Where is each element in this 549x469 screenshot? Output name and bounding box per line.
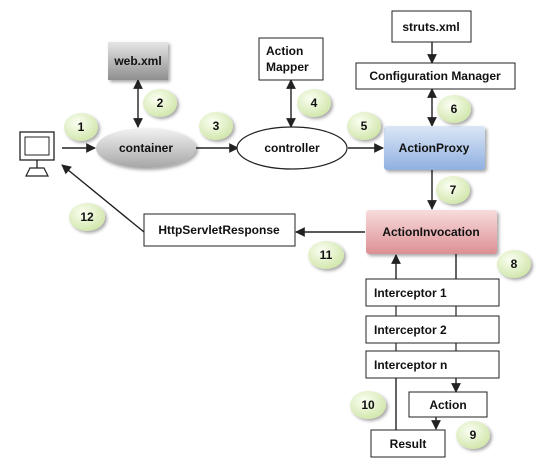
- struts-xml-label: struts.xml: [402, 20, 459, 34]
- svg-text:10: 10: [361, 398, 375, 412]
- web-xml-label: web.xml: [113, 54, 161, 68]
- svg-text:7: 7: [450, 183, 457, 197]
- action-proxy-node: ActionProxy: [384, 126, 485, 170]
- action-mapper-label-line1: Action: [266, 44, 303, 58]
- svg-text:9: 9: [470, 428, 477, 442]
- interceptor-n-label: Interceptor n: [374, 358, 447, 372]
- action-node: Action: [408, 391, 488, 418]
- struts-xml-node: struts.xml: [391, 10, 472, 43]
- step-badges: 1 2 3 4 5 6 7 8: [64, 89, 531, 449]
- edge-response-client: [61, 164, 145, 233]
- controller-label: controller: [264, 141, 320, 155]
- action-mapper-node: Action Mapper: [258, 37, 324, 81]
- svg-text:5: 5: [361, 119, 368, 133]
- action-invocation-node: ActionInvocation: [366, 210, 497, 254]
- computer-monitor-icon: [19, 131, 55, 177]
- svg-text:1: 1: [78, 120, 85, 134]
- action-label: Action: [429, 398, 466, 412]
- http-servlet-response-node: HttpServletResponse: [143, 213, 296, 247]
- action-mapper-label-line2: Mapper: [266, 60, 309, 74]
- step-badge-9: 9: [456, 421, 490, 449]
- svg-text:12: 12: [80, 210, 94, 224]
- container-node: container: [96, 128, 196, 168]
- step-badge-10: 10: [350, 391, 386, 419]
- interceptor-n-node: Interceptor n: [365, 350, 500, 379]
- interceptor-2-node: Interceptor 2: [365, 315, 500, 344]
- step-badge-11: 11: [308, 241, 344, 269]
- action-proxy-label: ActionProxy: [399, 141, 470, 155]
- container-label: container: [119, 141, 173, 155]
- controller-node: controller: [236, 126, 348, 170]
- step-badge-7: 7: [436, 176, 470, 204]
- step-badge-2: 2: [143, 89, 177, 117]
- action-invocation-label: ActionInvocation: [382, 225, 479, 239]
- step-badge-12: 12: [69, 203, 105, 231]
- step-badge-5: 5: [347, 112, 381, 140]
- svg-text:8: 8: [511, 257, 518, 271]
- configuration-manager-node: Configuration Manager: [355, 62, 516, 90]
- result-node: Result: [370, 429, 446, 458]
- interceptor-1-node: Interceptor 1: [365, 278, 500, 307]
- edges: [61, 42, 461, 430]
- step-badge-8: 8: [497, 250, 531, 278]
- step-badge-1: 1: [64, 113, 98, 141]
- configuration-manager-label: Configuration Manager: [369, 69, 501, 83]
- interceptor-2-label: Interceptor 2: [374, 323, 447, 337]
- svg-text:11: 11: [320, 248, 333, 262]
- step-badge-6: 6: [437, 95, 471, 123]
- svg-text:6: 6: [451, 102, 458, 116]
- svg-text:2: 2: [157, 96, 164, 110]
- interceptor-stack: Interceptor 1 Interceptor 2 Interceptor …: [365, 278, 500, 379]
- result-label: Result: [390, 437, 427, 451]
- step-badge-3: 3: [199, 112, 233, 140]
- step-badge-4: 4: [297, 89, 331, 117]
- interceptor-1-label: Interceptor 1: [374, 286, 447, 300]
- web-xml-node: web.xml: [108, 42, 168, 80]
- http-servlet-response-label: HttpServletResponse: [158, 223, 280, 237]
- svg-text:3: 3: [213, 119, 220, 133]
- svg-text:4: 4: [311, 96, 318, 110]
